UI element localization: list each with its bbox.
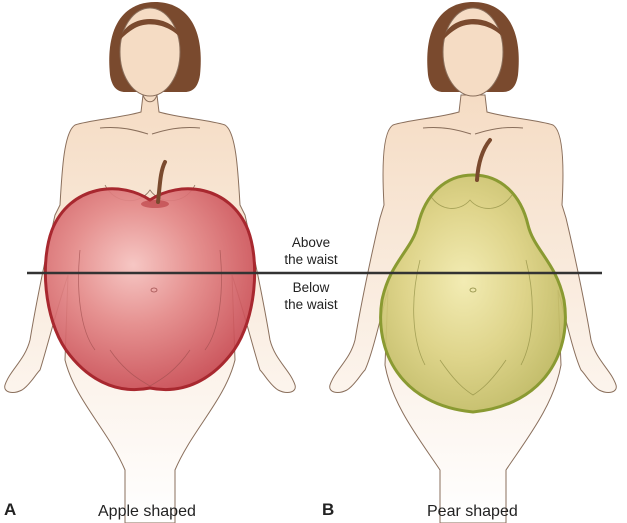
figure-a-collarbone (99, 127, 201, 135)
above-waist-line-2: the waist (284, 252, 338, 267)
apple-outline (43, 187, 257, 392)
below-waist-line-1: Below (292, 280, 330, 295)
panel-b-letter: B (322, 500, 335, 519)
pear-outline (379, 173, 567, 414)
pear-shape (379, 138, 567, 414)
below-waist-label: Below the waist (256, 279, 366, 313)
figure-a-hair-front (120, 19, 182, 40)
pear-navel (469, 287, 477, 293)
apple-stem (156, 160, 167, 204)
figure-b-collarbone (422, 127, 524, 135)
panel-b-caption: Pear shaped (427, 503, 518, 520)
apple-shape (43, 160, 257, 392)
below-waist-line-2: the waist (284, 297, 338, 312)
figure-a-face (119, 7, 181, 97)
figure-b-face (442, 7, 504, 97)
panel-a-caption: Apple shaped (98, 503, 196, 520)
apple-dimple (141, 200, 169, 208)
figure-a-neck-shadow (142, 94, 158, 103)
above-waist-label: Above the waist (256, 234, 366, 268)
apple-navel (150, 287, 158, 293)
apple-body-lines (78, 249, 222, 387)
above-waist-line-1: Above (291, 235, 331, 250)
pear-body-lines (413, 194, 533, 396)
pear-stem (475, 138, 492, 182)
panel-a-letter: A (4, 500, 17, 519)
figure-b-hair-front (443, 19, 505, 40)
